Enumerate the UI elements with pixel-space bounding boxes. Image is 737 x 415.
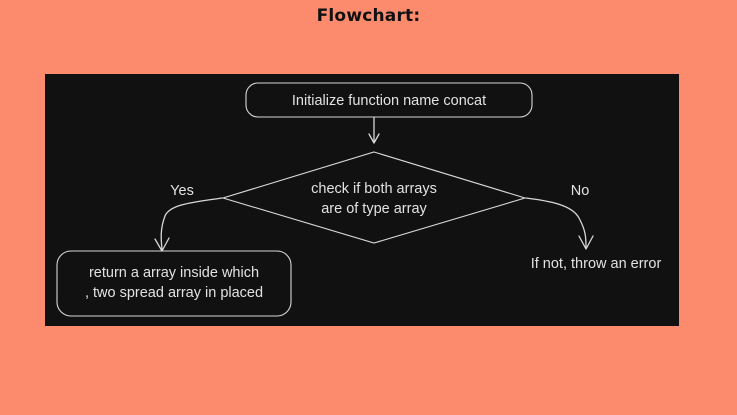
flowchart-canvas: Initialize function name concat check if… bbox=[56, 82, 662, 317]
edge-init-to-check bbox=[368, 117, 380, 144]
node-check-shape bbox=[221, 151, 527, 244]
page-title: Flowchart: bbox=[316, 6, 421, 26]
edge-check-to-error-line bbox=[525, 197, 587, 249]
node-return-label-line1: return a array inside which bbox=[89, 265, 259, 281]
edge-check-to-return: Yes bbox=[154, 183, 223, 252]
node-init[interactable]: Initialize function name concat bbox=[245, 82, 533, 118]
edge-label-yes: Yes bbox=[170, 183, 194, 199]
edge-init-to-check-arrowhead bbox=[368, 133, 380, 144]
node-return-label-line2: , two spread array in placed bbox=[85, 285, 263, 301]
node-return[interactable]: return a array inside which , two spread… bbox=[56, 250, 292, 317]
edge-check-to-error: No bbox=[525, 183, 594, 250]
node-init-shape bbox=[245, 82, 533, 118]
node-init-label: Initialize function name concat bbox=[292, 93, 486, 109]
node-check-label-line1: check if both arrays bbox=[311, 181, 437, 197]
node-check-label-line2: are of type array bbox=[321, 201, 427, 217]
node-return-shape bbox=[56, 250, 292, 317]
node-check[interactable]: check if both arrays are of type array bbox=[221, 151, 527, 244]
edge-check-to-return-line bbox=[160, 197, 223, 251]
node-error-label: If not, throw an error bbox=[531, 256, 662, 272]
edge-check-to-error-arrowhead bbox=[578, 235, 594, 250]
edge-label-no: No bbox=[571, 183, 590, 199]
node-error[interactable]: If not, throw an error bbox=[531, 256, 662, 272]
flowchart-panel: Initialize function name concat check if… bbox=[45, 74, 679, 326]
